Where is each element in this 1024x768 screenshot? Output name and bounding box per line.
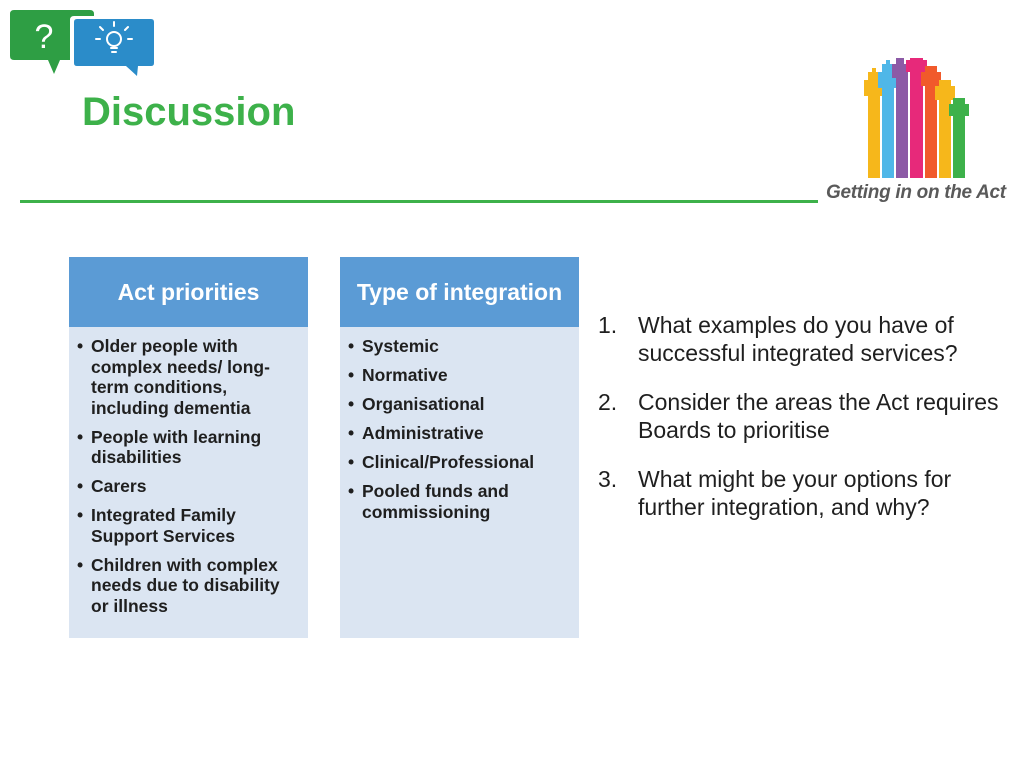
list-item: Pooled funds and commissioning: [348, 481, 571, 522]
act-priorities-heading: Act priorities: [69, 257, 308, 327]
type-of-integration-panel: Type of integration Systemic Normative O…: [340, 257, 579, 638]
svg-text:?: ?: [35, 18, 54, 56]
logo-text: Getting in on the Act: [826, 182, 1006, 203]
question-text: What examples do you have of successful …: [638, 312, 958, 366]
act-priorities-panel: Act priorities Older people with complex…: [69, 257, 308, 638]
question-number: 3.: [598, 466, 618, 492]
list-item: Organisational: [348, 394, 571, 415]
list-item: Older people with complex needs/ long-te…: [77, 336, 300, 418]
raised-hands-logo-icon: [864, 58, 969, 178]
discussion-questions: 1. What examples do you have of successf…: [598, 311, 1008, 542]
list-item: Clinical/Professional: [348, 452, 571, 473]
list-item: People with learning disabilities: [77, 427, 300, 468]
list-item: Children with complex needs due to disab…: [77, 555, 300, 617]
getting-in-on-the-act-logo: Getting in on the Act: [820, 58, 1006, 210]
question-bubble-icon: ?: [10, 10, 158, 82]
list-item: Carers: [77, 476, 300, 497]
list-item: Integrated Family Support Services: [77, 505, 300, 546]
discussion-bubbles-icon: ?: [4, 8, 164, 84]
question-number: 1.: [598, 312, 618, 338]
header-divider: [20, 200, 818, 203]
type-of-integration-list: Systemic Normative Organisational Admini…: [340, 327, 579, 522]
question-number: 2.: [598, 389, 618, 415]
list-item: Normative: [348, 365, 571, 386]
question-item: 3. What might be your options for furthe…: [598, 465, 1008, 521]
list-item: Systemic: [348, 336, 571, 357]
act-priorities-list: Older people with complex needs/ long-te…: [69, 327, 308, 616]
page-title: Discussion: [82, 90, 296, 134]
question-text: Consider the areas the Act requires Boar…: [638, 389, 999, 443]
type-of-integration-heading: Type of integration: [340, 257, 579, 327]
question-item: 2. Consider the areas the Act requires B…: [598, 388, 1008, 444]
question-item: 1. What examples do you have of successf…: [598, 311, 1008, 367]
list-item: Administrative: [348, 423, 571, 444]
question-text: What might be your options for further i…: [638, 466, 952, 520]
